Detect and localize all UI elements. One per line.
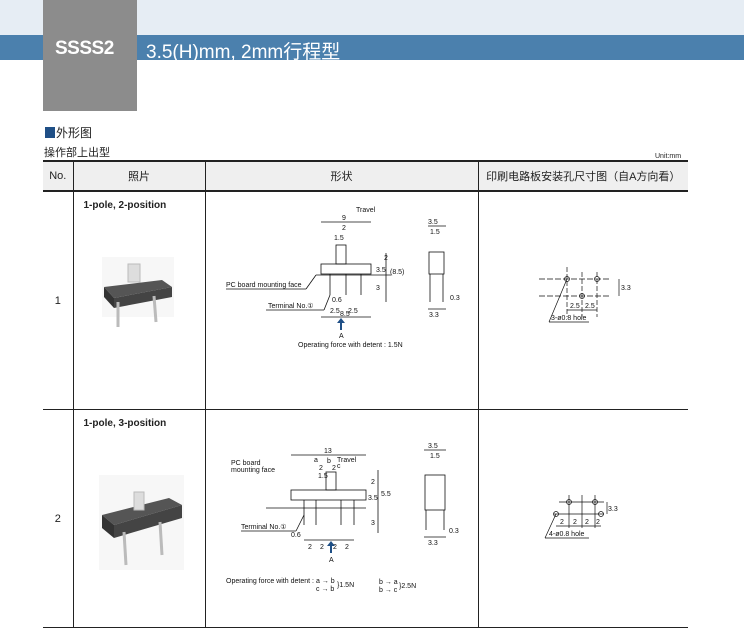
dim-h2: 2 xyxy=(371,479,375,486)
pcb-face-label: PC board mounting face xyxy=(226,282,302,289)
section-subtitle: 操作部上出型 xyxy=(44,147,110,159)
dim-pitch-4: 2 xyxy=(345,544,349,551)
dim-h3: 3 xyxy=(376,285,380,292)
hole-label: 3-ø0.8 hole xyxy=(551,315,587,322)
pos-a: a xyxy=(314,457,318,464)
operating-force: Operating force with detent : 1.5N xyxy=(298,342,403,349)
pcb-pitch-2: 2.5 xyxy=(585,303,595,310)
force-bc: b → c xyxy=(379,587,398,594)
view-arrow-label: A xyxy=(329,557,334,564)
dim-2b: 2 xyxy=(332,465,336,472)
row-caption: 1-pole, 3-position xyxy=(83,418,167,429)
view-arrow-label: A xyxy=(339,333,344,340)
model-box xyxy=(43,0,137,111)
dim-pitch-2: 2.5 xyxy=(348,308,358,315)
dim-2: 2 xyxy=(342,225,346,232)
pcb-face-label-1: PC board xyxy=(231,460,261,467)
dim-pitch-1: 2 xyxy=(308,544,312,551)
row-number: 2 xyxy=(43,409,73,628)
pcb-pitch-3: 2 xyxy=(585,519,589,526)
pcb-hole-layout: 3.3 2 2 2 2 4-ø0.8 hole xyxy=(544,495,618,539)
dim-9: 9 xyxy=(342,215,346,222)
pcb-dim-3-3: 3.3 xyxy=(621,285,631,292)
col-pcb: 印刷电路板安装孔尺寸图（自A方向看） xyxy=(477,160,688,192)
dim-h3-5: 3.5 xyxy=(368,495,378,502)
side-dim-0-3: 0.3 xyxy=(449,528,459,535)
dim-pitch-1: 2.5 xyxy=(330,308,340,315)
pos-b: b xyxy=(327,458,331,465)
dimension-drawing: 13 Travel a b c 2 2 1.5 2 3.5 5.5 3 PC b… xyxy=(226,443,459,594)
dim-8-5: 8.5 xyxy=(340,311,350,318)
dim-1-5: 1.5 xyxy=(334,235,344,242)
pcb-face-label-2: mounting face xyxy=(231,467,275,474)
col-photo: 照片 xyxy=(72,160,205,192)
switch-photo xyxy=(98,475,184,570)
section-title-text: 外形图 xyxy=(56,126,93,140)
force-label: Operating force with detent : xyxy=(226,578,314,585)
dim-13: 13 xyxy=(324,448,332,455)
dim-0-6: 0.6 xyxy=(291,532,301,539)
dim-h8-5: (8.5) xyxy=(390,269,404,276)
dimension-drawing: Travel 9 2 1.5 2 3.5 (8.5) 3 PC board mo… xyxy=(225,207,460,349)
pcb-hole-layout: 3.3 2.5 2.5 3-ø0.8 hole xyxy=(538,267,631,323)
force-cb: c → b xyxy=(316,586,334,593)
model-subtitle: 3.5(H)mm, 2mm行程型 xyxy=(146,42,341,63)
unit-label: Unit:mm xyxy=(655,153,682,160)
photo-cell: 1-pole, 3-position xyxy=(72,409,205,628)
shape-cell: 13 Travel a b c 2 2 1.5 2 3.5 5.5 3 PC b… xyxy=(204,409,478,628)
col-shape: 形状 xyxy=(204,160,478,192)
dim-h3-5: 3.5 xyxy=(376,267,386,274)
terminal-label: Terminal No.① xyxy=(268,302,314,310)
force-1-5n: }1.5N xyxy=(337,582,354,589)
hole-label: 4-ø0.8 hole xyxy=(549,531,585,538)
pos-c: c xyxy=(337,463,341,470)
dim-2a: 2 xyxy=(319,465,323,472)
side-dim-1-5: 1.5 xyxy=(430,229,440,236)
side-dim-3-5: 3.5 xyxy=(428,443,438,450)
pcb-pitch-1: 2 xyxy=(560,519,564,526)
dim-pitch-3: 2 xyxy=(333,544,337,551)
col-no: No. xyxy=(43,160,73,192)
pcb-pitch-1: 2.5 xyxy=(570,303,580,310)
switch-photo xyxy=(101,257,174,327)
pcb-dim-3-3: 3.3 xyxy=(608,506,618,513)
pcb-cell: 3.3 2 2 2 2 4-ø0.8 hole xyxy=(477,409,688,628)
dim-pitch-2: 2 xyxy=(320,544,324,551)
force-ba: b → a xyxy=(379,579,398,586)
force-ab: a → b xyxy=(316,578,335,585)
section-title: 外形图 xyxy=(45,124,92,141)
terminal-label: Terminal No.① xyxy=(241,523,287,531)
side-dim-3-5: 3.5 xyxy=(428,219,438,226)
table-header-row: No. 照片 形状 印刷电路板安装孔尺寸图（自A方向看） xyxy=(43,160,688,192)
dim-1-5: 1.5 xyxy=(318,473,328,480)
dim-h2: 2 xyxy=(384,255,388,262)
side-dim-3-3: 3.3 xyxy=(428,540,438,547)
model-name: SSSS2 xyxy=(55,38,114,59)
row-caption: 1-pole, 2-position xyxy=(83,200,167,211)
side-dim-1-5: 1.5 xyxy=(430,453,440,460)
table-row: 2 1-pole, 3-position 13 Travel a b c 2 2… xyxy=(43,409,688,628)
travel-label: Travel xyxy=(337,457,357,464)
row-number: 1 xyxy=(43,191,73,410)
force-2-5n: }2.5N xyxy=(399,583,416,590)
pcb-pitch-2: 2 xyxy=(573,519,577,526)
side-dim-0-3: 0.3 xyxy=(450,295,460,302)
shape-cell: Travel 9 2 1.5 2 3.5 (8.5) 3 PC board mo… xyxy=(204,191,478,410)
outline-table: No. 照片 形状 印刷电路板安装孔尺寸图（自A方向看） 1 1-pole, 2… xyxy=(43,160,688,628)
dim-0-6: 0.6 xyxy=(332,297,342,304)
dim-h5-5: 5.5 xyxy=(381,491,391,498)
pcb-cell: 3.3 2.5 2.5 3-ø0.8 hole xyxy=(477,191,688,410)
travel-label: Travel xyxy=(356,207,376,214)
section-marker-icon xyxy=(45,127,55,138)
photo-cell: 1-pole, 2-position xyxy=(72,191,205,410)
side-dim-3-3: 3.3 xyxy=(429,312,439,319)
pcb-pitch-4: 2 xyxy=(596,519,600,526)
dim-h3: 3 xyxy=(371,520,375,527)
table-row: 1 1-pole, 2-position Travel 9 2 1.5 2 3.… xyxy=(43,191,688,410)
